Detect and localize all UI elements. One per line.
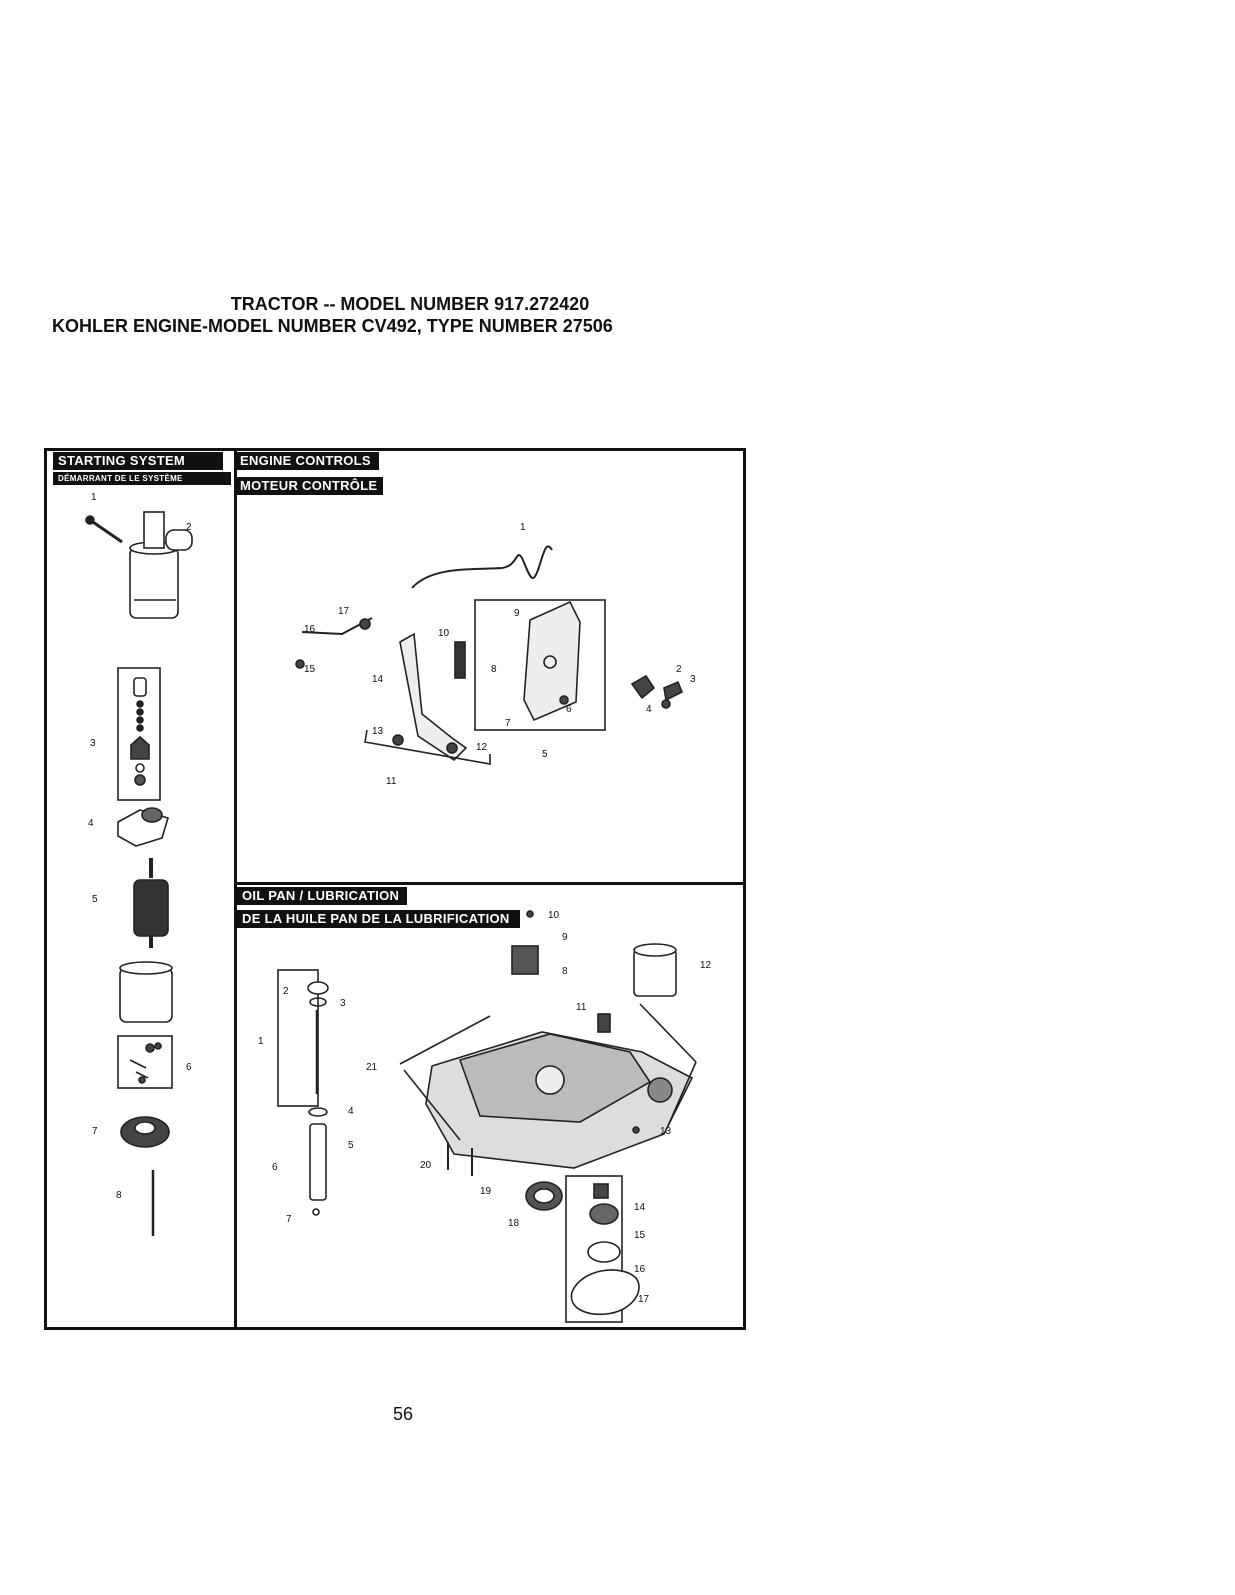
diagram-frame	[44, 448, 746, 1330]
engine-callout: 8	[491, 664, 497, 675]
oil-callout: 9	[562, 932, 568, 943]
engine-callout: 14	[372, 674, 384, 685]
engine-callout: 13	[372, 726, 384, 737]
engine-callout: 1	[520, 522, 526, 533]
engine-callout: 10	[438, 628, 450, 639]
oil-pan-label-fr: DE LA HUILE PAN DE LA LUBRIFICATION	[237, 910, 520, 928]
oil-callout: 5	[348, 1140, 354, 1151]
starter-drive-kit-drawing	[117, 667, 161, 801]
oil-callout: 8	[562, 966, 568, 977]
oil-callout: 12	[700, 960, 712, 971]
end-cap-drawing	[117, 807, 169, 847]
oil-callout: 19	[480, 1186, 492, 1197]
starting-callout: 3	[90, 738, 96, 749]
engine-callout: 7	[505, 718, 511, 729]
engine-callout: 6	[566, 704, 572, 715]
small-fittings-drawing	[630, 674, 684, 709]
oil-callout: 17	[638, 1294, 650, 1305]
oil-callout: 11	[576, 1002, 587, 1013]
frame-housing-drawing	[119, 961, 173, 1023]
oil-callout: 3	[340, 998, 346, 1009]
page-number: 56	[393, 1404, 414, 1424]
armature-drawing	[133, 858, 169, 948]
engine-callout: 3	[690, 674, 696, 685]
oil-pan-label: OIL PAN / LUBRICATION	[237, 887, 407, 905]
starting-callout: 6	[186, 1062, 192, 1073]
engine-callout: 5	[542, 749, 548, 760]
starting-callout: 1	[91, 492, 97, 503]
engine-callout: 17	[338, 606, 350, 617]
choke-linkage-drawing	[295, 617, 458, 754]
oil-callout: 2	[283, 986, 289, 997]
engine-callout: 2	[676, 664, 682, 675]
oil-callout: 6	[272, 1162, 278, 1173]
frame-horizontal-divider	[234, 882, 746, 885]
engine-callout: 11	[386, 776, 397, 787]
control-bracket-drawing	[474, 599, 606, 731]
starting-callout: 2	[186, 522, 192, 533]
oil-pan-drawing	[425, 1013, 694, 1169]
oil-callout: 14	[634, 1202, 646, 1213]
oil-callout: 13	[660, 1126, 672, 1137]
engine-controls-label: ENGINE CONTROLS	[235, 452, 379, 470]
oil-pump-kit-drawing	[447, 1126, 640, 1323]
oil-filter-drawing	[633, 943, 677, 997]
engine-callout: 15	[304, 664, 316, 675]
engine-controls-label-fr: MOTEUR CONTRÔLE	[235, 477, 383, 495]
starting-callout: 8	[116, 1190, 122, 1201]
oil-callout: 7	[286, 1214, 292, 1225]
starter-motor-drawing	[85, 511, 193, 619]
oil-callout: 21	[366, 1062, 378, 1073]
brush-kit-drawing	[117, 1035, 173, 1089]
starting-system-label-fr: DÉMARRANT DE LE SYSTÈME	[53, 472, 231, 485]
engine-callout: 16	[304, 624, 316, 635]
oil-sentry-drawing	[511, 910, 539, 975]
oil-callout: 20	[420, 1160, 432, 1171]
starting-callout: 5	[92, 894, 98, 905]
oil-callout: 16	[634, 1264, 646, 1275]
oil-callout: 10	[548, 910, 560, 921]
frame-vertical-divider	[234, 448, 237, 1330]
page-subtitle: KOHLER ENGINE-MODEL NUMBER CV492, TYPE N…	[52, 316, 613, 336]
engine-callout: 12	[476, 742, 488, 753]
engine-callout: 4	[646, 704, 652, 715]
governor-spring-drawing	[454, 641, 466, 679]
throttle-lever-drawing	[399, 632, 468, 762]
oil-callout: 18	[508, 1218, 520, 1229]
brush-holder-drawing	[120, 1116, 170, 1148]
dipstick-drawing	[277, 969, 329, 1216]
page-title: TRACTOR -- MODEL NUMBER 917.272420	[230, 294, 590, 314]
oil-callout: 15	[634, 1230, 646, 1241]
oil-pan-leader-lines	[399, 1003, 697, 1141]
throttle-cable-drawing	[411, 545, 553, 589]
oil-callout: 4	[348, 1106, 354, 1117]
seal-drawing	[525, 1181, 563, 1211]
engine-callout: 9	[514, 608, 520, 619]
oil-callout: 1	[258, 1036, 264, 1047]
starting-callout: 7	[92, 1126, 98, 1137]
starting-callout: 4	[88, 818, 94, 829]
starting-system-label: STARTING SYSTEM	[53, 452, 223, 470]
